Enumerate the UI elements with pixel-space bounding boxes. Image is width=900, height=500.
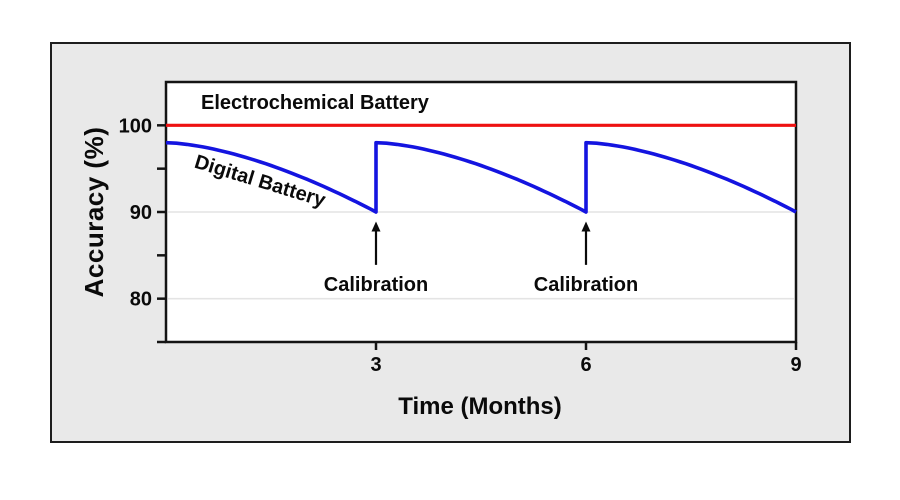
y-axis-title: Accuracy (%)	[79, 126, 109, 298]
y-tick-label: 80	[130, 289, 152, 311]
x-axis-title: Time (Months)	[398, 393, 562, 420]
y-tick-label: 100	[119, 115, 152, 137]
calibration-arrow-head	[581, 221, 591, 232]
calibration-label: Calibration	[323, 273, 429, 296]
x-tick-label: 6	[580, 354, 591, 376]
calibration-arrow-head	[371, 221, 381, 232]
series-label-electrochemical-battery: Electrochemical Battery	[201, 92, 429, 114]
x-tick-label: 3	[370, 354, 381, 376]
series-line-digital-battery	[165, 140, 797, 214]
y-tick-label: 90	[130, 202, 152, 224]
x-tick-label: 9	[790, 354, 801, 376]
calibration-label: Calibration	[533, 273, 639, 296]
